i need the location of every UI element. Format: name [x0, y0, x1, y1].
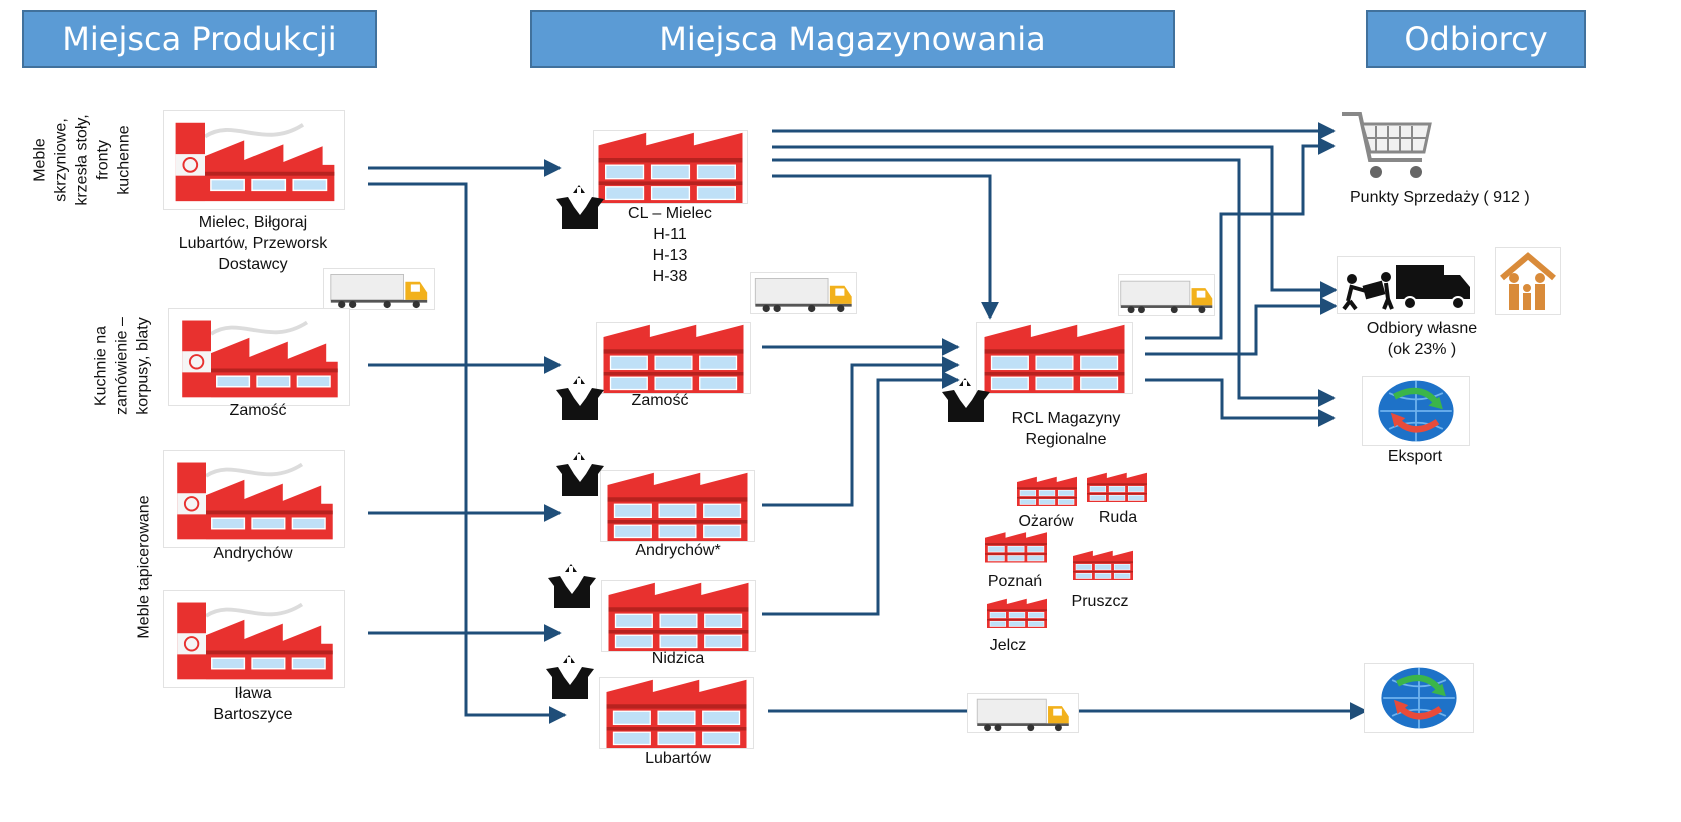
regional-ozarow-label: Ożarów [1018, 513, 1074, 530]
shopping-cart-icon [1342, 112, 1432, 178]
warehouse-icon [600, 470, 755, 542]
arrow-cl-to-export [772, 158, 1336, 407]
factory-icon [168, 308, 350, 406]
own-pickups-label: Odbiory własne(ok 23% ) [1366, 320, 1478, 358]
open-box-icon [942, 378, 990, 424]
factory-icon [163, 450, 345, 548]
arrow-cl-to-pickups [772, 145, 1338, 299]
warehouse-lubartow-label: Lubartów [645, 750, 711, 767]
export-label: Eksport [1387, 448, 1443, 465]
warehouse-andrychow-label: Andrychów* [635, 542, 721, 559]
open-box-icon [556, 376, 604, 422]
warehouse-zamosc-label: Zamość [631, 392, 689, 409]
warehouse-icon [976, 322, 1133, 394]
arrow-cl-to-rcl [772, 174, 999, 320]
factory-icon [163, 590, 345, 688]
warehouse-icon [987, 596, 1047, 630]
header-production: Miejsca Produkcji [22, 10, 377, 68]
header-recipients: Odbiorcy [1366, 10, 1586, 68]
regional-jelcz-label: Jelcz [989, 637, 1027, 654]
warehouse-icon [1073, 548, 1133, 582]
factory-andrychow-label: Andrychów [213, 545, 293, 562]
globe-icon [1362, 376, 1470, 446]
globe-icon [1364, 663, 1474, 733]
regional-pruszcz-label: Pruszcz [1071, 593, 1129, 610]
regional-poznan-label: Poznań [987, 573, 1043, 590]
arrow-mielec-to-lubartow [368, 182, 567, 724]
warehouse-icon [1017, 474, 1077, 508]
truck-icon [967, 693, 1079, 733]
warehouse-icon [1087, 470, 1147, 504]
truck-icon [1118, 274, 1215, 316]
arrow-rcl-to-pickups [1145, 297, 1338, 356]
warehouse-icon [985, 530, 1047, 564]
arrow-andrychow-to-rcl [762, 356, 960, 507]
arrow-rcl-to-sales [1145, 137, 1336, 340]
delivery-van-icon [1337, 256, 1475, 314]
side-label-group3: Meble tapicerowane [135, 495, 153, 639]
warehouse-icon [596, 322, 751, 394]
warehouse-nidzica-label: Nidzica [651, 650, 705, 667]
open-box-icon [548, 564, 596, 610]
open-box-icon [556, 452, 604, 498]
arrow-rcl-to-export [1145, 378, 1336, 427]
family-icon [1495, 247, 1561, 315]
open-box-icon [546, 655, 594, 701]
warehouse-icon [599, 677, 754, 749]
arrow-nidzica-to-rcl [762, 371, 960, 616]
warehouse-icon [601, 580, 756, 652]
truck-icon [750, 272, 857, 314]
truck-icon [323, 268, 435, 310]
factory-zamosc-label: Zamość [229, 402, 287, 419]
header-storage: Miejsca Magazynowania [530, 10, 1175, 68]
sales-points-label: Punkty Sprzedaży ( 912 ) [1350, 189, 1530, 206]
factory-icon [163, 110, 345, 210]
regional-ruda-label: Ruda [1098, 509, 1138, 526]
open-box-icon [556, 185, 604, 231]
warehouse-icon [593, 130, 748, 204]
